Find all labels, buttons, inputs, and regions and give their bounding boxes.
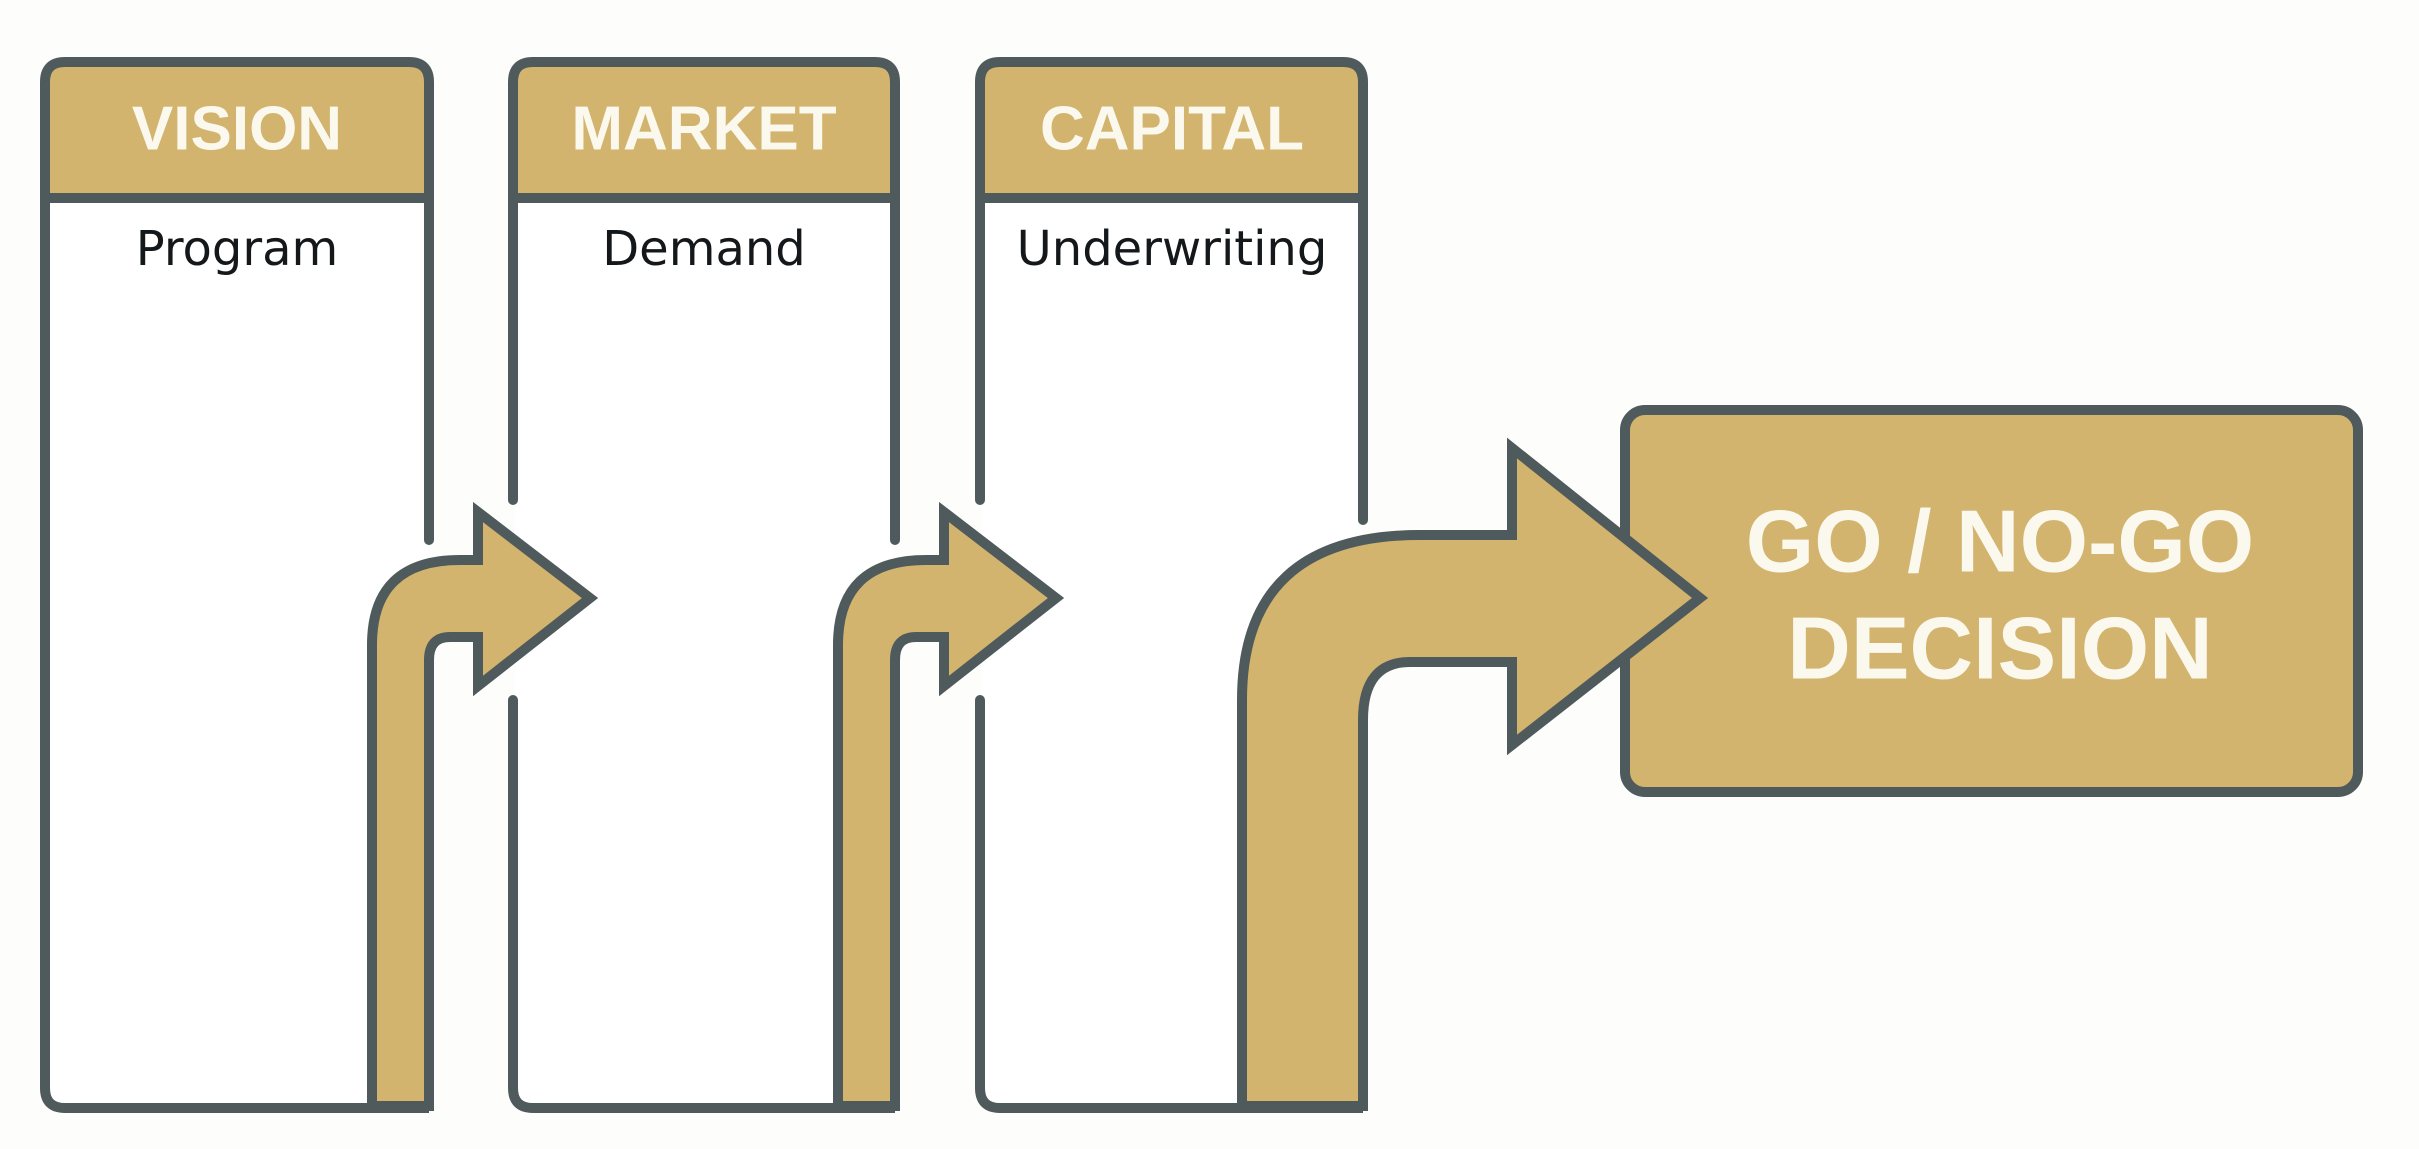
stage-market-header: [513, 62, 895, 198]
stage-vision-title: VISION: [132, 94, 342, 163]
decision-line-2: DECISION: [1787, 598, 2212, 697]
stage-market-subtitle: Demand: [602, 221, 806, 277]
stage-capital-outline-top: [975, 57, 1368, 525]
stage-market-body: [515, 198, 893, 1106]
stage-vision: VISION Program: [40, 57, 434, 1113]
stage-vision-header: [45, 62, 429, 198]
stage-capital-header: [980, 62, 1363, 198]
decision-line-1: GO / NO-GO: [1746, 491, 2254, 590]
curved-arrow-right-icon: [833, 501, 1065, 1111]
stage-market: MARKET Demand: [508, 57, 900, 1113]
curved-arrow-right-icon: [1237, 437, 1709, 1111]
stage-vision-subtitle: Program: [136, 221, 339, 277]
stage-market-outline-top: [508, 57, 900, 545]
stage-vision-body: [47, 198, 427, 1106]
curved-arrow-right-icon: [367, 501, 599, 1111]
stage-capital-title: CAPITAL: [1040, 94, 1304, 163]
stage-market-title: MARKET: [571, 94, 836, 163]
decision-box: GO / NO-GO DECISION: [1620, 405, 2363, 797]
stage-capital-subtitle: Underwriting: [1017, 221, 1328, 277]
